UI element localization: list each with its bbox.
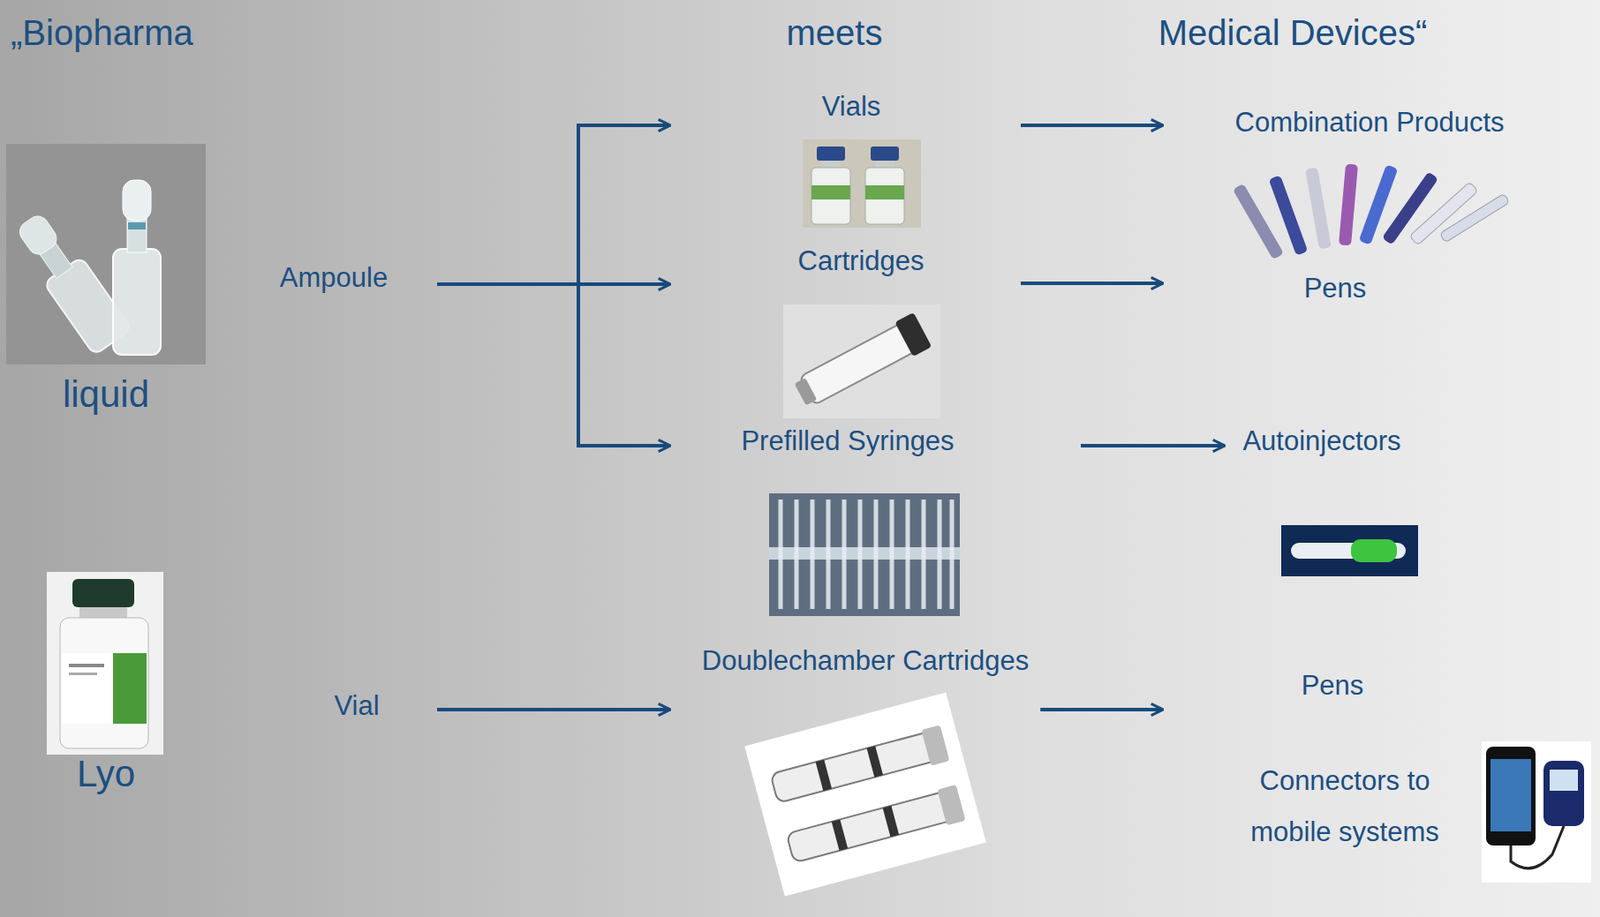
pens-photo xyxy=(1232,164,1510,261)
item-text: Prefilled Syringes xyxy=(740,424,954,459)
mobile-connector-photo xyxy=(1481,741,1592,884)
double-chamber-photo xyxy=(744,692,987,897)
item-text: Combination Products xyxy=(1235,105,1505,140)
item-label: Pens xyxy=(1297,667,1369,705)
syringe-filling-photo xyxy=(769,493,960,617)
item-label: Prefilled Syringes xyxy=(736,422,959,461)
item-label: Pens xyxy=(1299,270,1372,308)
item-label: Autoinjectors xyxy=(1237,422,1405,461)
caption-text: liquid xyxy=(62,372,150,417)
item-label: Vial xyxy=(329,687,384,725)
flow-arrow xyxy=(437,708,671,712)
item-text: Doublechamber Cartridges xyxy=(701,644,1029,679)
flow-arrow xyxy=(1080,444,1225,448)
item-text: Ampoule xyxy=(279,261,388,295)
item-label: Doublechamber Cartridges xyxy=(697,642,1034,680)
item-text: Vials xyxy=(822,90,882,124)
autoinjector-photo xyxy=(1281,525,1419,577)
caption-text: Connectors to mobile systems xyxy=(1234,755,1456,859)
item-label: Combination Products xyxy=(1230,104,1510,142)
item-text: Autoinjectors xyxy=(1242,424,1401,459)
item-label: Cartridges xyxy=(793,242,929,280)
item-text: Pens xyxy=(1301,669,1365,703)
item-text: Pens xyxy=(1304,271,1367,306)
flow-arrow xyxy=(1040,708,1163,712)
item-text: Cartridges xyxy=(798,244,925,279)
cartridge-photo xyxy=(783,304,941,419)
item-label: Vials xyxy=(817,88,886,126)
item-text: Vial xyxy=(333,689,379,724)
heading-text: „Biopharma xyxy=(10,11,194,54)
flow-arrow xyxy=(1020,123,1163,128)
caption-text: Lyo xyxy=(76,752,136,797)
vials-photo xyxy=(802,139,921,228)
flow-arrow xyxy=(437,125,671,285)
flow-arrow xyxy=(1020,281,1163,286)
heading-text: meets xyxy=(786,11,884,54)
item-label: Ampoule xyxy=(275,259,393,297)
heading-text: Medical Devices“ xyxy=(1158,11,1428,54)
lyo-vial-photo xyxy=(46,572,164,755)
flow-arrow xyxy=(437,284,671,446)
ampoule-photo xyxy=(6,143,206,365)
